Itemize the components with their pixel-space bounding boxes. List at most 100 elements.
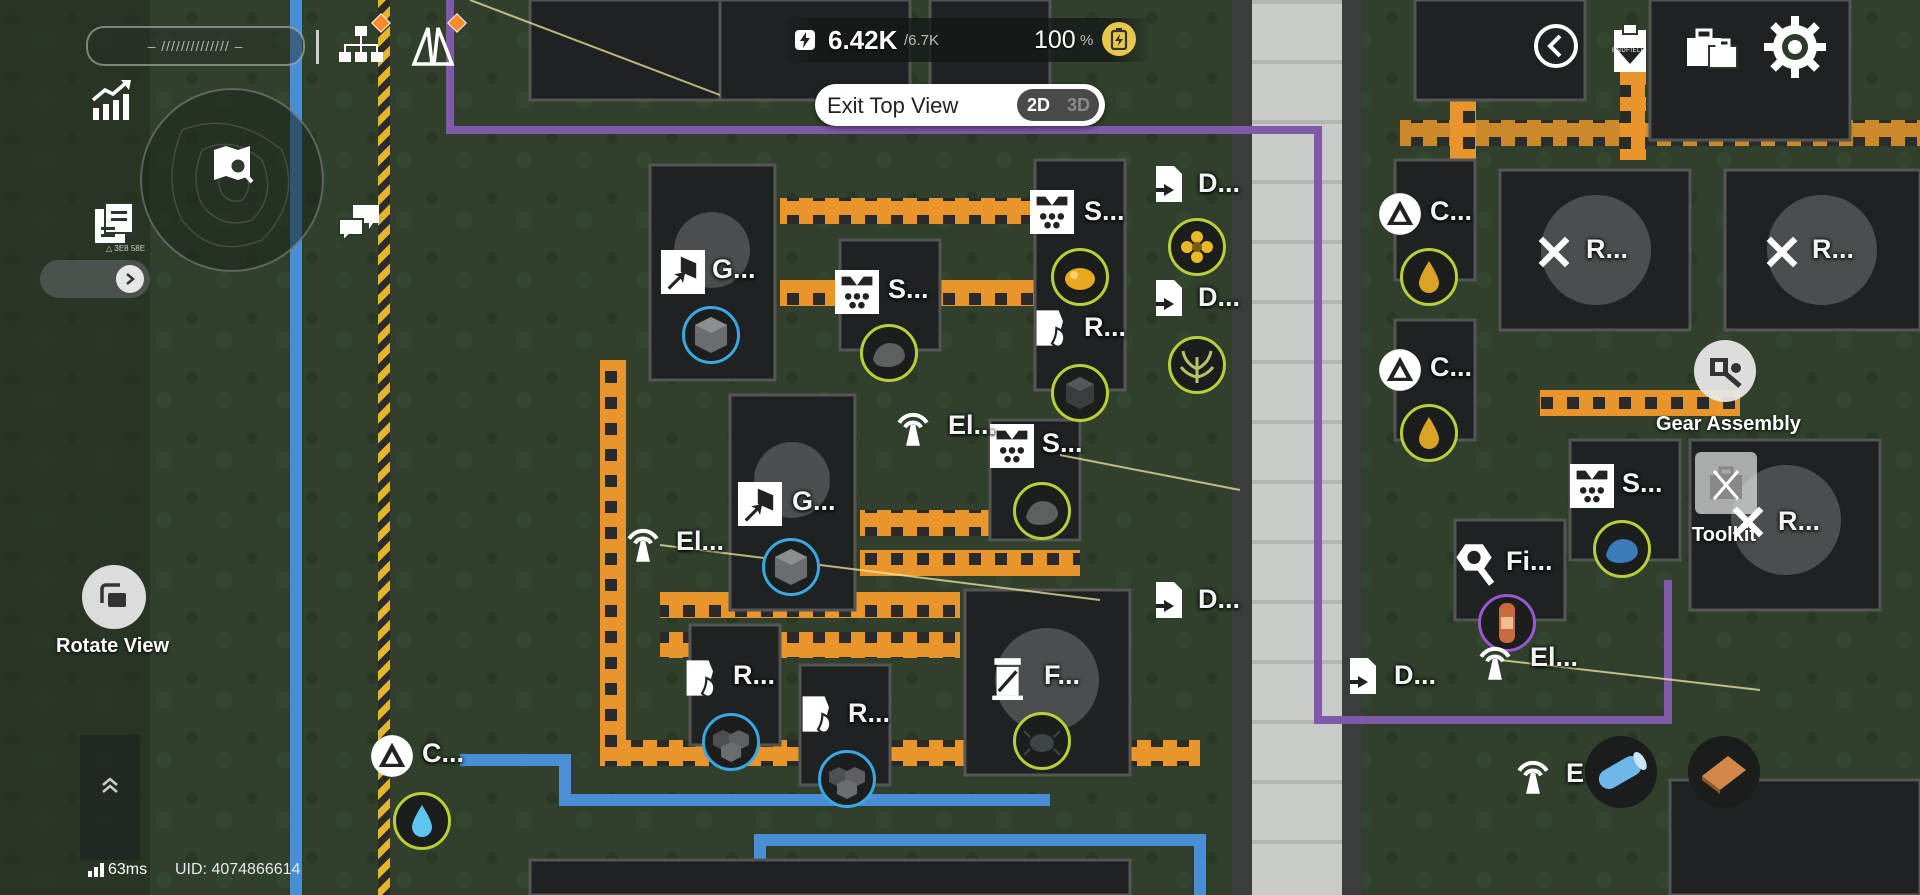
item-slot[interactable] — [860, 324, 918, 382]
collapse-panel[interactable] — [80, 735, 140, 860]
item-slot[interactable] — [1168, 218, 1226, 276]
item-slot[interactable] — [1051, 364, 1109, 422]
inventory-button[interactable] — [1682, 20, 1742, 76]
settings-button[interactable] — [1760, 12, 1830, 82]
quick-item-slot-1[interactable] — [1585, 736, 1657, 808]
seed-planter-icon — [1570, 464, 1614, 508]
battery-button[interactable] — [1102, 22, 1136, 56]
item-slot[interactable] — [682, 306, 740, 364]
gear-assembly-button[interactable] — [1694, 340, 1756, 402]
divider — [316, 30, 319, 64]
power-icon — [795, 30, 815, 50]
facility-label[interactable]: R... — [848, 698, 891, 728]
facility-label[interactable]: R... — [1586, 234, 1629, 264]
oil-drop-item-icon — [1419, 417, 1439, 449]
seed-planter-icon — [990, 424, 1034, 468]
item-slot[interactable] — [1593, 520, 1651, 578]
crafter-icon — [1379, 193, 1421, 235]
item-slot[interactable] — [702, 713, 760, 771]
chat-bubbles-icon — [338, 205, 379, 244]
item-slot[interactable] — [818, 750, 876, 808]
chevron-right-button[interactable] — [116, 265, 144, 293]
rotate-view-button[interactable] — [82, 565, 146, 629]
facility-label[interactable]: F... — [1044, 660, 1081, 690]
search-box[interactable]: – ////////////// – — [86, 26, 305, 66]
item-slot[interactable] — [1478, 594, 1536, 652]
wood-plank-icon — [1702, 756, 1746, 794]
item-slot[interactable] — [393, 792, 451, 850]
item-slot[interactable] — [1051, 248, 1109, 306]
facility-label[interactable]: El... — [1530, 642, 1579, 672]
gear-assembly-label: Gear Assembly — [1656, 413, 1801, 435]
facility-label[interactable]: R... — [733, 660, 776, 690]
stats-button[interactable] — [86, 75, 136, 125]
item-slot[interactable] — [1400, 248, 1458, 306]
ore-item-icon — [1026, 501, 1058, 525]
mode-2d-tab[interactable]: 2D — [1027, 95, 1051, 115]
facility-label[interactable]: D... — [1198, 584, 1241, 614]
facility-label[interactable]: E — [1566, 758, 1585, 788]
facility-label[interactable]: G... — [712, 254, 756, 284]
depot-icon — [1350, 658, 1376, 694]
quick-item-slot-2[interactable] — [1688, 736, 1760, 808]
facility-label[interactable]: S... — [1084, 196, 1125, 226]
back-button[interactable] — [1530, 20, 1582, 72]
facility-label[interactable]: D... — [1198, 168, 1241, 198]
view-mode-toggle[interactable]: 2D 3D — [1017, 89, 1099, 121]
gear-assembly-icon — [1710, 358, 1742, 388]
facility-label[interactable]: El... — [948, 410, 997, 440]
filler-icon — [992, 658, 1023, 700]
block-item-icon — [775, 549, 807, 585]
depot-icon — [1156, 582, 1182, 618]
facility-label[interactable]: C... — [1430, 196, 1473, 226]
item-slot[interactable] — [762, 538, 820, 596]
water-drop-item-icon — [412, 805, 432, 837]
network-tree-icon — [339, 26, 383, 62]
amber-item-icon — [1065, 268, 1095, 290]
mode-3d-tab[interactable]: 3D — [1067, 95, 1091, 115]
facility-label[interactable]: S... — [1622, 468, 1663, 498]
minimap[interactable] — [140, 88, 324, 272]
crafter-icon — [371, 735, 413, 777]
block-item-icon — [695, 317, 727, 353]
facility-label[interactable]: Fi... — [1506, 546, 1553, 576]
clipboard-button[interactable]: ENDFIELD — [1604, 20, 1656, 76]
facility-label[interactable]: R... — [1778, 506, 1821, 536]
minimap-caption: △ 3E8 58E — [106, 244, 146, 253]
task-list-button[interactable] — [86, 196, 140, 250]
facility-label[interactable]: D... — [1394, 660, 1437, 690]
facility-label[interactable]: S... — [888, 274, 929, 304]
facility-label[interactable]: C... — [1430, 352, 1473, 382]
dark-block-item-icon — [1066, 377, 1094, 409]
clipboard-list-icon — [95, 202, 134, 243]
expand-toggle[interactable] — [40, 260, 150, 298]
network-status: 63ms — [88, 861, 147, 879]
facility-label[interactable]: El... — [676, 526, 725, 556]
toolkit-button[interactable] — [1695, 452, 1757, 514]
chat-button[interactable] — [334, 198, 384, 248]
facility-label[interactable]: R... — [1084, 312, 1127, 342]
facility-label[interactable]: S... — [1042, 428, 1083, 458]
network-tree-button[interactable] — [336, 13, 391, 70]
reactor-icon — [1732, 506, 1764, 538]
facility-label[interactable]: D... — [1198, 282, 1241, 312]
blueprint-icon — [411, 27, 455, 66]
pylon-icon — [627, 528, 659, 562]
oil-drop-item-icon — [1419, 261, 1439, 293]
blueprint-button[interactable] — [408, 13, 467, 70]
resource-bar: 6.42K /6.7K 100 % — [780, 18, 1150, 62]
item-slot[interactable] — [1013, 712, 1071, 770]
trend-chart-icon — [91, 80, 131, 120]
facility-label[interactable]: C... — [422, 738, 465, 768]
pylon-icon — [1479, 646, 1511, 680]
capsule-item-icon — [1499, 603, 1515, 643]
exit-top-view-button[interactable]: Exit Top View 2D 3D — [815, 84, 1105, 126]
item-slot[interactable] — [1400, 404, 1458, 462]
item-slot[interactable] — [1013, 482, 1071, 540]
item-slot[interactable] — [1168, 336, 1226, 394]
ping-value: 63ms — [108, 861, 148, 878]
rotate-view-label: Rotate View — [56, 635, 169, 657]
facility-label[interactable]: R... — [1812, 234, 1855, 264]
facility-label[interactable]: G... — [792, 486, 836, 516]
